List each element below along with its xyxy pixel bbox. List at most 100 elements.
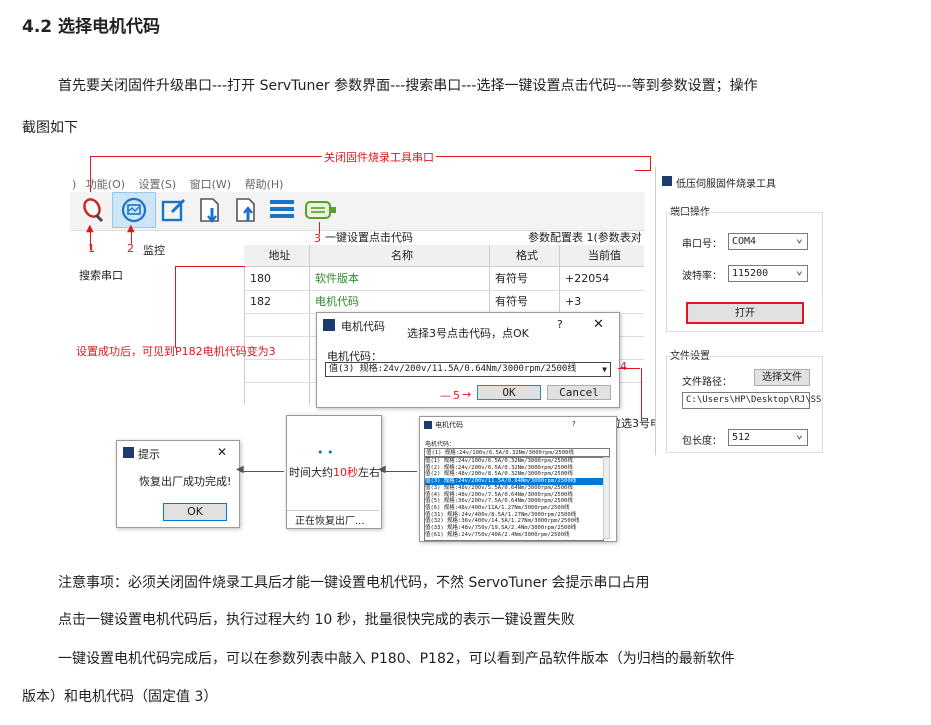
list-item[interactable]: 值(32) 规格:36v/400v/14.5A/1.27Nm/3000rpm/2… [425, 518, 580, 525]
app-icon [424, 421, 432, 429]
list-item[interactable]: 值(6) 规格:48v/400v/11A/1.27Nm/3000rpm/2500… [425, 504, 570, 511]
menu-function[interactable]: 功能(O) [85, 178, 126, 191]
app-icon [662, 176, 672, 186]
table-row-format: 有符号 [495, 272, 528, 285]
motor-code-select[interactable]: 值(3) 规格:24v/200v/11.5A/0.64Nm/3000rpm/25… [325, 362, 611, 377]
progress-dialog: • • 时间大约10秒左右 正在恢复出厂... [286, 415, 382, 529]
note-line-3: 一键设置电机代码完成后，可以在参数列表中敲入 P180、P182，可以看到产品软… [58, 651, 735, 667]
open-port-button[interactable]: 打开 [686, 302, 804, 324]
list-item[interactable]: 值(3) 规格:48v/200v/5.5A/0.64Nm/3000rpm/250… [425, 484, 573, 491]
dialog-title: 电机代码 [341, 320, 385, 333]
table-row-value: +22054 [565, 272, 610, 285]
arrow-right-icon: — [440, 389, 451, 402]
figure: 关闭固件烧录工具串口 ) 功能(O) 设置(S) 窗口(W) 帮助(H) [0, 0, 931, 560]
list-item[interactable]: 值(2) 规格:48v/200v/8.5A/0.32Nm/3000rpm/250… [425, 471, 573, 478]
app-icon [323, 319, 335, 331]
table-header [244, 245, 644, 267]
menu-help[interactable]: 帮助(H) [244, 178, 284, 191]
baud-select[interactable]: 115200 [728, 263, 808, 282]
close-icon[interactable]: ✕ [593, 317, 604, 332]
note-line-2: 点击一键设置电机代码后，执行过程大约 10 秒，批量很快完成的表示一键设置失败 [58, 612, 575, 628]
help-icon[interactable]: ? [572, 420, 576, 428]
ok-button[interactable]: OK [163, 503, 227, 521]
flasher-title: 低压伺服固件烧录工具 [676, 179, 776, 190]
section-heading: 4.2 选择电机代码 [22, 17, 161, 37]
field-label: 电机代码： [327, 350, 382, 363]
close-icon[interactable]: ✕ [217, 445, 228, 459]
search-port-label: 搜索串口 [79, 269, 123, 282]
ok-button[interactable]: OK [477, 385, 541, 400]
port-select[interactable]: COM4 [728, 231, 808, 250]
tip-message: 恢复出厂成功完成! [139, 475, 232, 488]
col-format: 格式 [516, 249, 538, 262]
menu-window[interactable]: 窗口(W) [189, 178, 232, 191]
progress-status: 正在恢复出厂... [295, 516, 365, 527]
edit-icon[interactable] [160, 196, 188, 224]
dialog-hint: 选择3号点击代码，点OK [407, 327, 529, 340]
upload-doc-icon[interactable] [232, 196, 260, 224]
motor-code-dialog: 电机代码 选择3号点击代码，点OK ? ✕ 电机代码： 值(3) 规格:24v/… [316, 312, 620, 408]
list-item[interactable]: 值(4) 规格:48v/200v/7.5A/0.64Nm/3000rpm/250… [425, 491, 573, 498]
flasher-window: 低压伺服固件烧录工具 端口操作 串口号： COM4 波特率： 115200 打开… [655, 167, 828, 455]
list-dialog-label: 电机代码： [425, 441, 456, 448]
success-note-text: 设置成功后，可见到P182电机代码变为3 [76, 345, 276, 358]
table-row-value: +3 [565, 295, 582, 308]
col-address: 地址 [268, 249, 291, 262]
port-value: COM4 [732, 236, 757, 247]
list-dialog-title: 电机代码 [435, 421, 463, 429]
marker-5: 5 [453, 389, 460, 402]
annot-close-tool: 关闭固件烧录工具串口 [322, 149, 436, 165]
col-name: 名称 [391, 249, 413, 262]
success-note: 设置成功后，可见到P182电机代码变为3 [76, 343, 276, 359]
search-port-icon[interactable] [80, 196, 108, 224]
table-row-name: 软件版本 [315, 272, 359, 285]
one-key-set-icon[interactable] [304, 196, 338, 224]
marker-2: 2 [127, 242, 134, 255]
monitor-icon[interactable] [120, 196, 148, 224]
marker-3: 3 [314, 232, 321, 245]
list-dialog: 电机代码 ? 电机代码： 值(1) 规格:24v/100v/6.5A/0.32N… [419, 416, 617, 542]
scrollbar[interactable] [603, 457, 610, 539]
one-key-label: 一键设置点击代码 [325, 231, 413, 244]
list-item[interactable]: 值(61) 规格:24v/750v/40A/2.4Nm/3000rpm/2500… [425, 531, 570, 538]
list-item[interactable]: 值(31) 规格:24v/400v/8.5A/1.27Nm/3000rpm/25… [425, 511, 577, 518]
list-dialog-selected: 值(1) 规格:24v/100v/6.5A/0.32Nm/3000rpm/250… [426, 450, 574, 456]
file-path-input[interactable]: C:\Users\HP\Desktop\RJ\SS [682, 392, 821, 409]
param-table-label: 参数配置表 1(参数表对 [528, 231, 642, 244]
cancel-button[interactable]: Cancel [547, 385, 611, 400]
list-item[interactable]: 值(1) 规格:24v/100v/6.5A/0.32Nm/3000rpm/250… [425, 458, 573, 464]
option-list: 值(1) 规格:24v/100v/6.5A/0.32Nm/3000rpm/250… [424, 457, 604, 541]
list-item[interactable]: 值(5) 规格:36v/200v/7.5A/0.64Nm/3000rpm/250… [425, 498, 573, 505]
pkg-select[interactable]: 512 [728, 427, 808, 446]
intro-line-1: 首先要关闭固件升级串口---打开 ServTuner 参数界面---搜索串口--… [58, 78, 758, 94]
table-row-name: 电机代码 [315, 295, 359, 308]
tip-title: 提示 [138, 448, 160, 461]
table-row-addr: 180 [250, 272, 271, 285]
intro-line-2: 截图如下 [22, 120, 78, 136]
monitor-label: 监控 [143, 244, 165, 257]
port-group [666, 212, 823, 332]
dropdown-arrow-icon: ▼ [602, 365, 607, 374]
menu-settings[interactable]: 设置(S) [138, 178, 177, 191]
help-icon[interactable]: ? [557, 318, 563, 331]
arrow-up-icon: ▲ [127, 223, 135, 234]
list-item[interactable]: 值(2) 规格:24v/200v/6.5A/0.32Nm/3000rpm/250… [425, 464, 573, 471]
note-line-1: 注意事项：必须关闭固件烧录工具后才能一键设置电机代码，不然 ServoTuner… [58, 575, 650, 591]
tip-dialog: 提示 ✕ 恢复出厂成功完成! OK [116, 440, 240, 528]
list-item-selected[interactable]: 值(3) 规格:24v/200v/11.5A/0.64Nm/3000rpm/25… [425, 478, 603, 485]
pkg-value: 512 [732, 432, 751, 443]
note-line-4: 版本）和电机代码（固定值 3） [22, 689, 218, 705]
progress-text-c: 左右 [358, 466, 380, 479]
list-icon[interactable] [268, 196, 296, 224]
baud-label: 波特率： [682, 271, 722, 282]
arrow-right-icon: → [462, 388, 472, 401]
arrow-up-icon: ▲ [86, 223, 94, 234]
table-row-addr: 182 [250, 295, 271, 308]
progress-dots: • • [317, 446, 334, 459]
arrow-left-icon: ◀ [236, 464, 244, 475]
list-dialog-select[interactable]: 值(1) 规格:24v/100v/6.5A/0.32Nm/3000rpm/250… [424, 448, 610, 457]
download-doc-icon[interactable] [196, 196, 224, 224]
choose-file-button[interactable]: 选择文件 [754, 369, 810, 386]
list-item[interactable]: 值(33) 规格:48v/750v/19.5A/2.4Nm/3000rpm/25… [425, 525, 577, 532]
marker-4: 4 [620, 360, 627, 373]
